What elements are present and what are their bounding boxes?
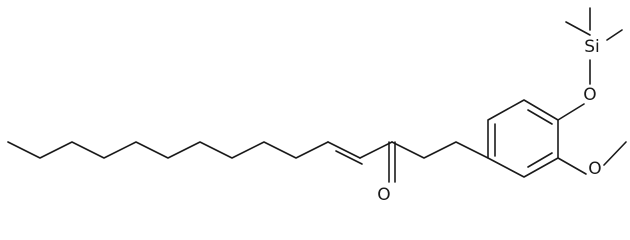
atom-oxygen-ether-upper: O bbox=[583, 85, 596, 105]
atom-label-oxygen-ether-upper: O bbox=[583, 85, 596, 105]
alkyl-chain bbox=[7, 141, 329, 159]
methoxy-bond bbox=[557, 141, 627, 175]
benzene-ring bbox=[487, 99, 559, 178]
trimethylsilyl-methyls bbox=[565, 7, 623, 41]
atom-labels: O Si O O bbox=[377, 37, 601, 205]
atom-oxygen-carbonyl: O bbox=[377, 185, 390, 205]
silyl-ether-bonds bbox=[557, 59, 591, 121]
bond-skeleton bbox=[7, 7, 627, 183]
vinyl-carbonyl-bond bbox=[359, 141, 393, 159]
atom-silicon: Si bbox=[584, 37, 600, 57]
ethylene-linker bbox=[391, 141, 489, 159]
alkene-double-bond bbox=[327, 141, 363, 165]
atom-oxygen-methoxy: O bbox=[588, 159, 601, 179]
carbonyl-double-bond bbox=[388, 141, 396, 183]
benzene-inner-bonds bbox=[494, 109, 553, 168]
atom-label-silicon: Si bbox=[584, 37, 600, 57]
atom-label-oxygen-methoxy: O bbox=[588, 159, 601, 179]
atom-label-oxygen-carbonyl: O bbox=[377, 185, 390, 205]
molecule-structure: O Si O O bbox=[7, 7, 627, 205]
